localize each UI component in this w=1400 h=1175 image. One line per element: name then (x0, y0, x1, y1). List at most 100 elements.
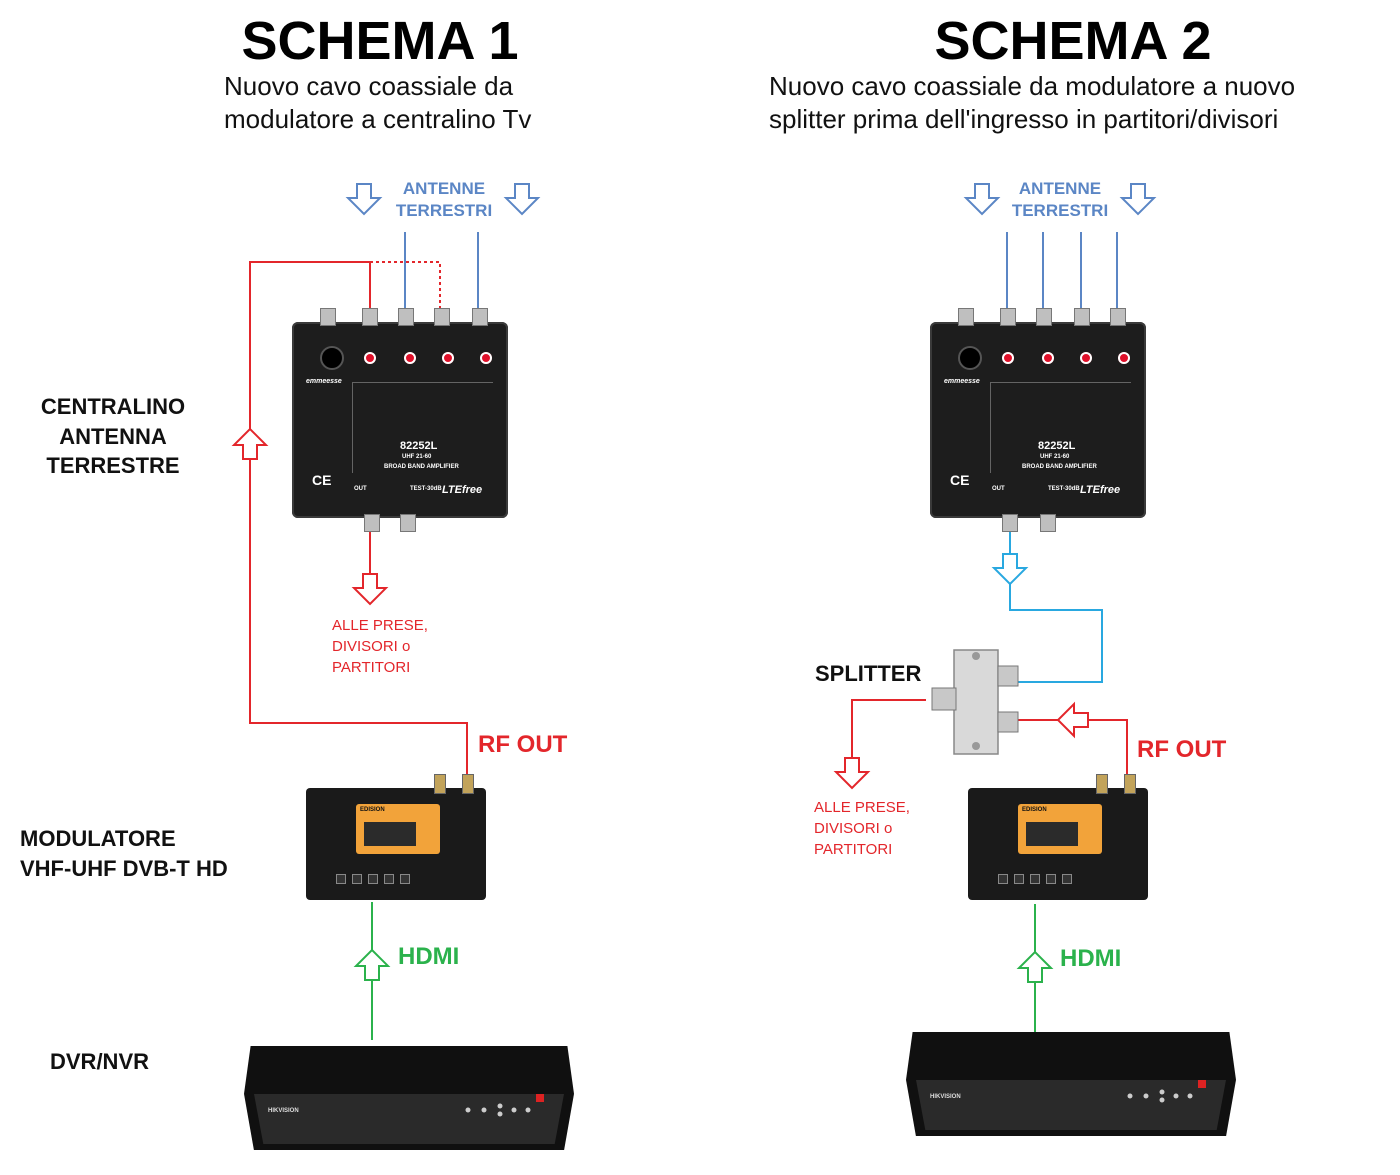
amp-out-connector (1002, 514, 1018, 532)
modulator-button (352, 874, 362, 884)
schema1-alle-prese-label: ALLE PRESE, DIVISORI o PARTITORI (332, 615, 452, 678)
modulatore-line1: MODULATORE (20, 826, 176, 851)
amp-connector (362, 308, 378, 326)
centralino-line2: ANTENNA (59, 423, 167, 449)
dvr-front-panel (254, 1094, 564, 1144)
modulator-brand: EDISION (1022, 807, 1047, 813)
antenna-arrow-right-1 (505, 183, 539, 215)
amp-connector (1074, 308, 1090, 326)
rf-cable-1 (249, 261, 468, 775)
schema1-title: SCHEMA 1 (241, 11, 519, 71)
amp-brand: emmeesse (306, 378, 342, 385)
rf-cable-1-dotted (370, 261, 441, 312)
schema2-alle-line1: ALLE PRESE, (814, 799, 910, 816)
amp-led (442, 352, 454, 364)
amp-out-label: OUT (992, 486, 1005, 492)
schema2-antenne-line1: ANTENNE (1018, 179, 1102, 198)
antenna-arrow-left-1 (347, 183, 381, 215)
amp-lte-logo: LTEfree (442, 484, 483, 496)
amp-desc: BROAD BAND AMPLIFIER (1022, 464, 1097, 470)
schema1-subtitle: Nuovo cavo coassiale da modulatore a cen… (224, 70, 624, 135)
modulator-button (368, 874, 378, 884)
amp-connector (1110, 308, 1126, 326)
schema2-subtitle-line2: splitter prima dell'ingresso in partitor… (769, 103, 1279, 134)
schema2-rf-out-label: RF OUT (1137, 736, 1227, 763)
modulator-rf-out-connector (462, 774, 474, 794)
amp-test-label: TEST-30dB (1048, 486, 1080, 492)
schema1-antenne-label: ANTENNE TERRESTRI (384, 178, 504, 222)
schema2-title: SCHEMA 2 (934, 11, 1212, 71)
amp-led (1002, 352, 1014, 364)
amp-model: 82252L (400, 440, 438, 452)
splitter-out-arrow (835, 757, 869, 789)
amp-connector (434, 308, 450, 326)
splitter-input-connector (931, 687, 957, 711)
dvr-label: DVR/NVR (50, 1049, 150, 1074)
amp-connector (320, 308, 336, 326)
amp-out-connector (364, 514, 380, 532)
dvr-nvr-2: HIKVISION (906, 1032, 1236, 1136)
schema1-hdmi-label: HDMI (398, 943, 460, 970)
modulatore-line2: VHF-UHF DVB-T HD (20, 855, 228, 881)
rf-arrow-left-2 (1057, 703, 1089, 737)
modulator-screen: EDISION (1018, 804, 1102, 854)
dvr-status-led (1198, 1080, 1206, 1088)
amp-test-connector (1040, 514, 1056, 532)
modulator-button (1046, 874, 1056, 884)
hdmi-arrow-2 (1018, 951, 1052, 983)
amp-connector (958, 308, 974, 326)
splitter-device (931, 649, 1019, 755)
schema1-alle-line1: ALLE PRESE, (332, 617, 428, 634)
ce-mark-icon: CE (950, 472, 970, 488)
schema1-antenne-line2: TERRESTRI (395, 201, 493, 221)
schema2-subtitle-line1: Nuovo cavo coassiale da modulatore a nuo… (769, 71, 1296, 101)
dvr-nvr-1: HIKVISION (244, 1046, 574, 1150)
splitter-screw (972, 742, 980, 750)
splitter-out-wire (851, 699, 926, 764)
amp-connector (472, 308, 488, 326)
splitter-out2-connector (997, 711, 1019, 733)
modulator-button (1014, 874, 1024, 884)
amplifier-centralino-1: emmeesse 82252L UHF 21-60 BROAD BAND AMP… (292, 308, 508, 532)
modulator-rf-out-connector (1124, 774, 1136, 794)
amp-circuit (990, 382, 1131, 473)
hdmi-arrow-1 (355, 949, 389, 981)
amp-connector (1000, 308, 1016, 326)
schema2-alle-line3: PARTITORI (814, 841, 893, 858)
modulator-button (400, 874, 410, 884)
modulator-brand: EDISION (360, 807, 385, 813)
dvr-buttons (1127, 1089, 1193, 1103)
amp-knob (958, 346, 982, 370)
amp-led (404, 352, 416, 364)
amp-connector (1036, 308, 1052, 326)
amp-led (1118, 352, 1130, 364)
modulator-button (1062, 874, 1072, 884)
dvr-brand: HIKVISION (268, 1108, 299, 1114)
out-arrow-2 (993, 553, 1027, 585)
amp-led (364, 352, 376, 364)
rf-cable-2 (1018, 719, 1128, 774)
amp-led (1080, 352, 1092, 364)
modulator-screen: EDISION (356, 804, 440, 854)
dvr-status-led (536, 1094, 544, 1102)
modulatore-label: MODULATORE VHF-UHF DVB-T HD (20, 824, 280, 883)
amp-test-label: TEST-30dB (410, 486, 442, 492)
out-arrow-1 (353, 573, 387, 605)
schema1-alle-line3: PARTITORI (332, 659, 411, 676)
centralino-label: CENTRALINO ANTENNA TERRESTRE (18, 392, 208, 481)
modulator-connector (1096, 774, 1108, 794)
centralino-line1: CENTRALINO (40, 394, 186, 419)
amp-knob (320, 346, 344, 370)
schema2-alle-line2: DIVISORI o (814, 820, 893, 837)
dvr-front-panel (916, 1080, 1226, 1130)
splitter-screw (972, 652, 980, 660)
antenna-arrow-left-2 (965, 183, 999, 215)
modulator-button (336, 874, 346, 884)
schema2-subtitle: Nuovo cavo coassiale da modulatore a nuo… (769, 70, 1389, 135)
amp-led (1042, 352, 1054, 364)
amp-out-label: OUT (354, 486, 367, 492)
ce-mark-icon: CE (312, 472, 332, 488)
amplifier-centralino-2: emmeesse 82252L UHF 21-60 BROAD BAND AMP… (930, 308, 1146, 532)
splitter-label: SPLITTER (815, 661, 922, 686)
modulator-1: EDISION (306, 774, 486, 900)
